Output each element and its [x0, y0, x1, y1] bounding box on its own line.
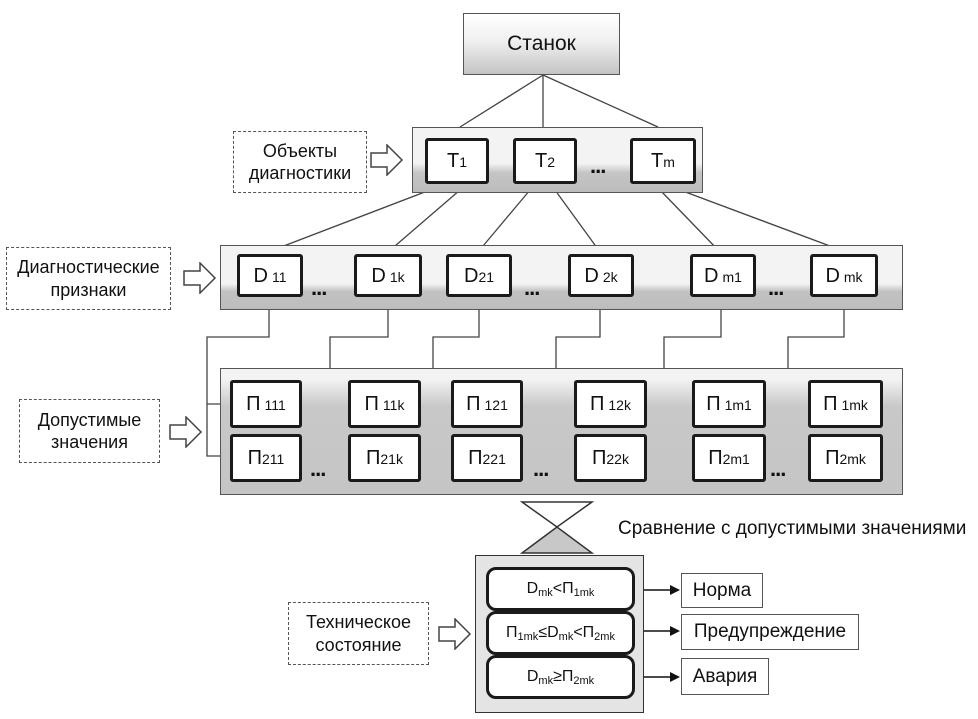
limits-ellipsis-2: ...: [533, 456, 549, 481]
outcome-warning: Предупреждение: [681, 614, 859, 650]
objects-ellipsis: ...: [590, 153, 606, 178]
features-ellipsis-2: ...: [524, 275, 540, 300]
condition-normal: Dmk<П1mk: [486, 567, 635, 611]
condition-warning: П1mk≤Dmk<П2mk: [486, 611, 635, 655]
comparison-label: Сравнение с допустимыми значениями: [618, 518, 967, 539]
outcome-normal: Норма: [681, 573, 763, 608]
features-ellipsis-1: ...: [311, 275, 327, 300]
outcome-alarm: Авария: [681, 658, 769, 695]
features-arrow-icon: [183, 262, 217, 294]
features-ellipsis-3: ...: [768, 275, 784, 300]
condition-alarm: Dmk≥П2mk: [486, 655, 635, 699]
limits-tray: [220, 368, 903, 495]
objects-arrow-icon: [370, 144, 404, 176]
limits-ellipsis-3: ...: [770, 456, 786, 481]
allowed-arrow-icon: [169, 416, 203, 448]
features-tray: [220, 245, 903, 310]
limits-ellipsis-1: ...: [310, 456, 326, 481]
machine-label: Станок: [507, 32, 576, 55]
machine-box: Станок: [463, 13, 620, 75]
state-arrow-icon: [438, 618, 472, 650]
